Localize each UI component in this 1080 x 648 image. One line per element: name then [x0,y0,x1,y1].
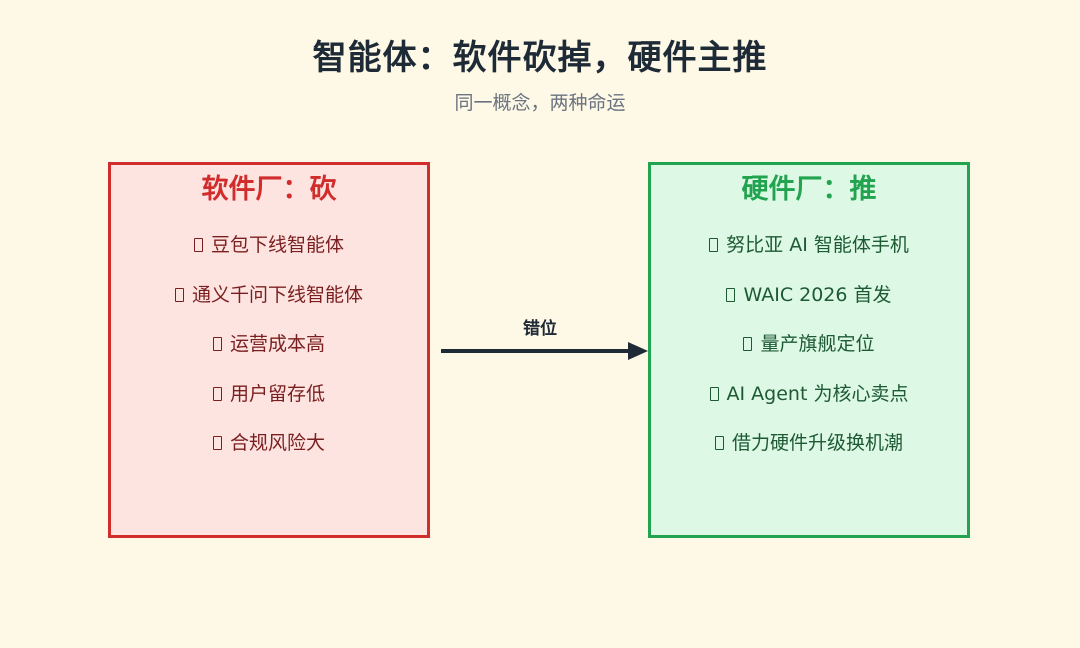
list-item-text: 豆包下线智能体 [210,234,344,256]
list-item-text: AI Agent 为核心卖点 [726,382,909,405]
list-item: 合规风险大 [111,427,427,477]
bullet-icon [193,238,203,252]
bullet-icon [726,287,736,302]
bullet-icon [174,287,184,302]
arrow-head [628,342,648,360]
software-panel: 软件厂：砍 豆包下线智能体 通义千问下线智能体 运营成本高 用户留存低 合规风险… [108,162,430,538]
page-title: 智能体：软件砍掉，硬件主推 [312,38,768,78]
page-subtitle: 同一概念，两种命运 [454,92,626,114]
hardware-panel-title: 硬件厂：推 [741,174,877,205]
list-item: WAIC 2026 首发 [651,279,967,329]
bullet-icon [212,436,222,450]
list-item-text: 借力硬件升级换机潮 [731,432,903,454]
list-item: AI Agent 为核心卖点 [651,378,967,428]
hardware-item-list: 努比亚 AI 智能体手机 WAIC 2026 首发 量产旗舰定位 AI Agen… [651,229,967,477]
list-item-text: 用户留存低 [229,382,325,405]
bullet-icon [212,386,222,401]
software-item-list: 豆包下线智能体 通义千问下线智能体 运营成本高 用户留存低 合规风险大 [111,229,427,477]
list-item-text: WAIC 2026 首发 [743,283,892,306]
list-item: 运营成本高 [111,328,427,378]
bullet-icon [743,337,753,351]
list-item-text: 量产旗舰定位 [760,333,875,355]
list-item: 借力硬件升级换机潮 [651,427,967,477]
bullet-icon [709,238,719,252]
list-item: 量产旗舰定位 [651,328,967,378]
software-panel-title: 软件厂：砍 [201,174,337,205]
bullet-icon [212,337,222,351]
bullet-icon [714,436,724,450]
list-item-text: 努比亚 AI 智能体手机 [726,234,909,256]
hardware-panel: 硬件厂：推 努比亚 AI 智能体手机 WAIC 2026 首发 量产旗舰定位 A… [648,162,970,538]
list-item-text: 通义千问下线智能体 [191,283,363,306]
bullet-icon [709,386,719,401]
connector-label: 错位 [523,319,557,339]
list-item-text: 合规风险大 [229,432,325,454]
arrow-icon [441,342,648,360]
list-item-text: 运营成本高 [229,333,325,355]
list-item: 努比亚 AI 智能体手机 [651,229,967,279]
list-item: 豆包下线智能体 [111,229,427,279]
list-item: 通义千问下线智能体 [111,279,427,329]
list-item: 用户留存低 [111,378,427,428]
